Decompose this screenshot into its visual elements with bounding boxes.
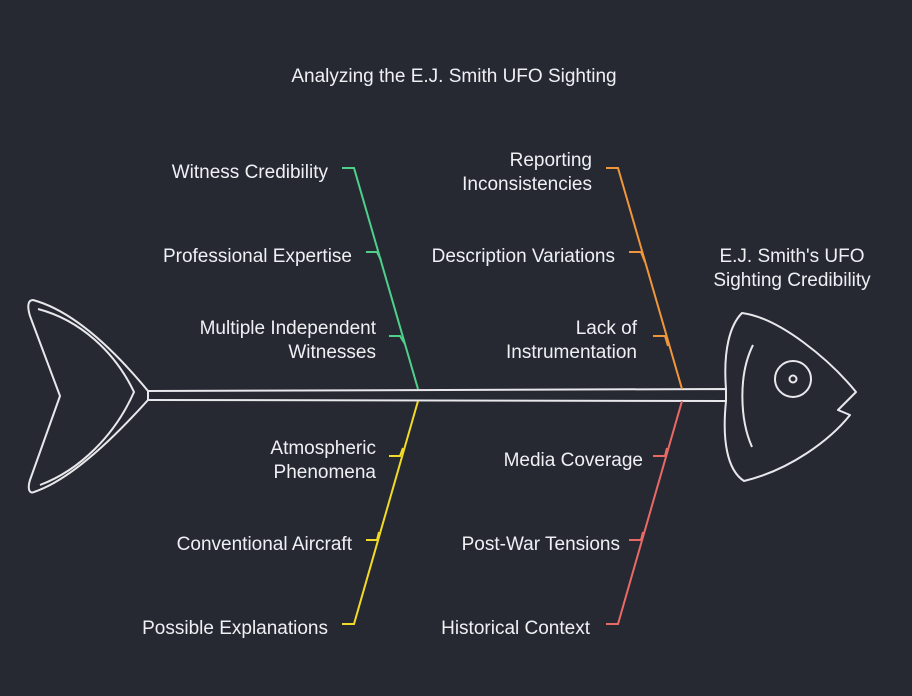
cause-multiple-independent-witnesses: Multiple Independent Witnesses [199, 318, 376, 363]
cause-professional-expertise: Professional Expertise [162, 246, 352, 267]
tick-post-war-tensions [629, 531, 644, 541]
tick-professional-expertise [366, 251, 382, 261]
spine [147, 387, 727, 403]
effect-label: E.J. Smith's UFO Sighting Credibility [713, 246, 871, 291]
cause-description-variations: Description Variations [431, 246, 615, 267]
fish-gill [741, 344, 754, 448]
cause-lack-of-instrumentation: Lack of Instrumentation [506, 318, 637, 363]
cause-media-coverage: Media Coverage [503, 450, 643, 471]
bone-historical-context [606, 400, 683, 625]
bone-witness-credibility [342, 167, 419, 390]
tick-conventional-aircraft [366, 531, 380, 541]
category-historical-context: Historical Context [441, 618, 590, 639]
category-witness-credibility: Witness Credibility [171, 162, 328, 183]
tick-media-coverage [653, 447, 668, 457]
fish-tail [27, 299, 149, 494]
tick-atmospheric-phenomena [389, 447, 404, 457]
tick-lack-of-instrumentation [653, 335, 669, 347]
cause-post-war-tensions: Post-War Tensions [461, 534, 620, 555]
fish-eye [774, 360, 812, 398]
tick-description-variations [629, 251, 646, 263]
tick-multiple-witnesses [389, 335, 406, 345]
diagram-title: Analyzing the E.J. Smith UFO Sighting [291, 66, 617, 87]
fish-pupil [788, 374, 798, 384]
category-reporting-inconsistencies: Reporting Inconsistencies [462, 150, 592, 195]
cause-conventional-aircraft: Conventional Aircraft [176, 534, 352, 555]
fish-tail-inner [37, 308, 136, 486]
bone-possible-explanations [342, 400, 419, 625]
fish-head [723, 312, 857, 482]
bone-reporting-inconsistencies [606, 167, 683, 390]
cause-atmospheric-phenomena: Atmospheric Phenomena [270, 438, 376, 483]
category-possible-explanations: Possible Explanations [142, 618, 328, 639]
